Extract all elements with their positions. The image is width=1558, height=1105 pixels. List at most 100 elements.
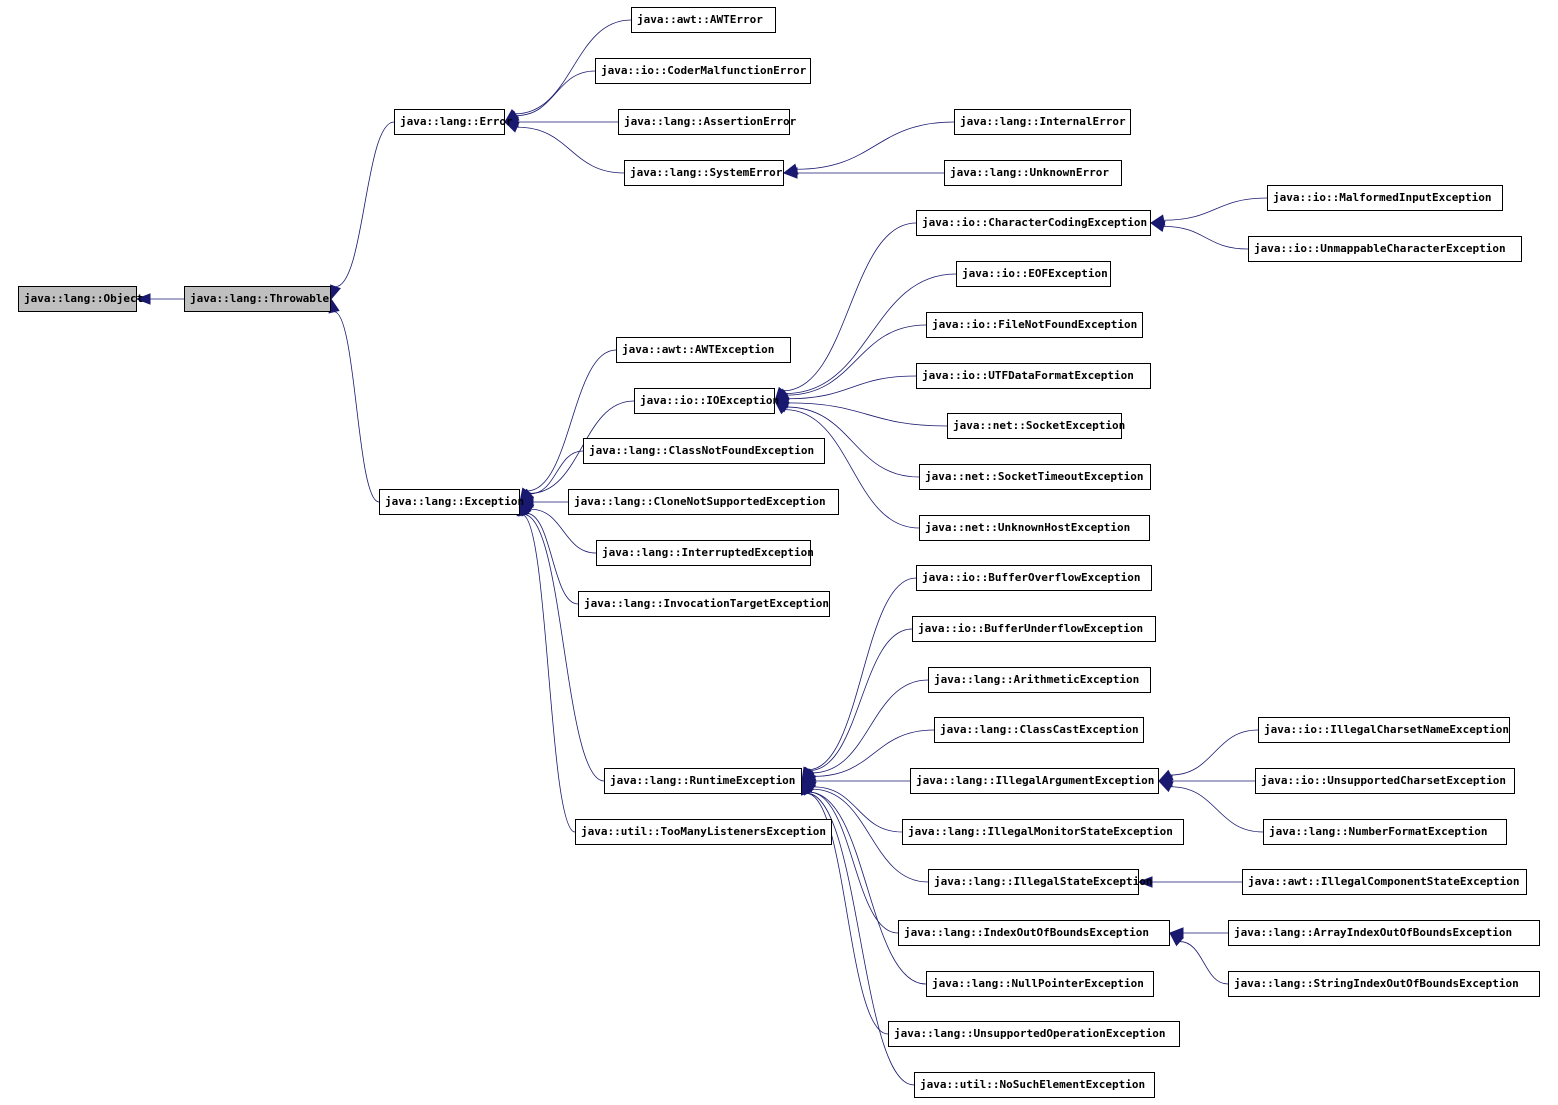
node-eofexception[interactable]: java::io::EOFException — [956, 261, 1111, 287]
edge-line — [1170, 786, 1264, 833]
node-numberformatexception[interactable]: java::lang::NumberFormatException — [1263, 819, 1507, 845]
edge-internalerror-to-systemerror — [782, 121, 955, 175]
node-throwable[interactable]: java::lang::Throwable — [184, 286, 331, 312]
node-illegalcharsetnameexception[interactable]: java::io::IllegalCharsetNameException — [1258, 717, 1510, 743]
node-charactercodingexception[interactable]: java::io::CharacterCodingException — [916, 210, 1151, 236]
node-awtexception[interactable]: java::awt::AWTException — [616, 337, 791, 363]
node-unsupportedcharsetexception[interactable]: java::io::UnsupportedCharsetException — [1255, 768, 1515, 794]
node-arrayindexoutofboundsexception[interactable]: java::lang::ArrayIndexOutOfBoundsExcepti… — [1228, 920, 1540, 946]
edge-line — [806, 792, 889, 1035]
node-ioexception[interactable]: java::io::IOException — [634, 388, 779, 414]
edge-illegalargumentexception-to-runtimeexception — [800, 775, 910, 787]
edge-indexoutofboundsexception-to-runtimeexception — [801, 779, 899, 934]
edge-line — [783, 222, 917, 392]
node-awterror[interactable]: java::awt::AWTError — [631, 7, 776, 33]
node-indexoutofboundsexception[interactable]: java::lang::IndexOutOfBoundsException — [898, 920, 1170, 946]
node-unknownhostexception[interactable]: java::net::UnknownHostException — [919, 515, 1150, 541]
edge-unsupportedcharsetexception-to-illegalargumentexception — [1157, 775, 1255, 787]
edge-line — [806, 792, 915, 1086]
edge-line — [786, 324, 927, 396]
edge-line — [808, 791, 899, 934]
edge-unmappablecharacterexception-to-charactercodingexception — [1149, 220, 1249, 250]
edge-unknownhostexception-to-ioexception — [773, 400, 920, 529]
arrowhead — [135, 293, 151, 305]
edge-line — [785, 273, 957, 394]
edge-line — [784, 409, 920, 529]
arrowhead — [782, 167, 798, 179]
node-error[interactable]: java::lang::Error — [394, 109, 513, 135]
node-stringindexoutofboundsexception[interactable]: java::lang::StringIndexOutOfBoundsExcept… — [1228, 971, 1540, 997]
node-nullpointerexception[interactable]: java::lang::NullPointerException — [926, 971, 1154, 997]
edge-nullpointerexception-to-runtimeexception — [801, 779, 927, 985]
node-illegalmonitorstateexception[interactable]: java::lang::IllegalMonitorStateException — [902, 819, 1184, 845]
edge-line — [529, 400, 635, 494]
edge-line — [526, 349, 617, 492]
node-runtimeexception[interactable]: java::lang::RuntimeException — [604, 768, 802, 794]
node-classnotfoundexception[interactable]: java::lang::ClassNotFoundException — [583, 438, 825, 464]
node-assertionerror[interactable]: java::lang::AssertionError — [618, 109, 796, 135]
edge-line — [813, 786, 903, 833]
edge-line — [1179, 941, 1229, 985]
node-unmappablecharacterexception[interactable]: java::io::UnmappableCharacterException — [1248, 236, 1522, 262]
node-malformedinputexception[interactable]: java::io::MalformedInputException — [1267, 185, 1503, 211]
node-classcastexception[interactable]: java::lang::ClassCastException — [934, 717, 1144, 743]
edge-line — [530, 508, 597, 554]
edge-line — [333, 311, 380, 503]
node-unknownerror[interactable]: java::lang::UnknownError — [944, 160, 1122, 186]
node-nosuchelementexception[interactable]: java::util::NoSuchElementException — [914, 1072, 1155, 1098]
node-sockettimeoutexception[interactable]: java::net::SocketTimeoutException — [919, 464, 1151, 490]
edge-line — [808, 791, 927, 985]
edge-systemerror-to-error — [503, 121, 625, 174]
edge-codermalfunctionerror-to-error — [503, 70, 596, 123]
node-illegalstateexception[interactable]: java::lang::IllegalStateException — [928, 869, 1153, 895]
arrowhead — [1149, 220, 1166, 233]
edge-line — [516, 126, 625, 174]
edge-stringindexoutofboundsexception-to-indexoutofboundsexception — [1168, 932, 1229, 985]
edge-line — [809, 628, 913, 771]
node-exception[interactable]: java::lang::Exception — [379, 489, 524, 515]
edge-line — [515, 19, 632, 115]
edge-numberformatexception-to-illegalargumentexception — [1157, 780, 1264, 833]
arrowhead — [330, 284, 341, 301]
edge-malformedinputexception-to-charactercodingexception — [1149, 197, 1268, 226]
edge-nosuchelementexception-to-runtimeexception — [801, 779, 915, 1086]
node-clonenotsupportedexception[interactable]: java::lang::CloneNotSupportedException — [568, 489, 839, 515]
edge-filenotfoundexception-to-ioexception — [773, 324, 927, 402]
node-socketexception[interactable]: java::net::SocketException — [947, 413, 1125, 439]
node-illegalargumentexception[interactable]: java::lang::IllegalArgumentException — [910, 768, 1159, 794]
node-internalerror[interactable]: java::lang::InternalError — [954, 109, 1131, 135]
edge-line — [335, 121, 395, 288]
arrowhead — [1137, 876, 1153, 888]
node-unsupportedoperationexception[interactable]: java::lang::UnsupportedOperationExceptio… — [888, 1021, 1180, 1047]
edge-line — [812, 679, 929, 774]
arrowhead — [773, 400, 789, 415]
edge-line — [526, 512, 579, 605]
edge-line — [523, 514, 605, 782]
edge-utfdataformatexception-to-ioexception — [773, 375, 917, 405]
arrowhead — [1168, 932, 1184, 947]
edge-invocationtargetexception-to-exception — [519, 500, 579, 605]
node-utfdataformatexception[interactable]: java::io::UTFDataFormatException — [916, 363, 1151, 389]
node-toomanylistenersexception[interactable]: java::util::TooManyListenersException — [575, 819, 832, 845]
node-object[interactable]: java::lang::Object — [18, 286, 143, 312]
node-bufferoverflowexception[interactable]: java::io::BufferOverflowException — [916, 565, 1152, 591]
edge-line — [787, 375, 917, 400]
node-illegalcomponentstateexception[interactable]: java::awt::IllegalComponentStateExceptio… — [1242, 869, 1527, 895]
edge-unknownerror-to-systemerror — [782, 167, 944, 179]
edge-line — [1163, 225, 1249, 250]
node-interruptedexception[interactable]: java::lang::InterruptedException — [596, 540, 814, 566]
node-codermalfunctionerror[interactable]: java::io::CoderMalfunctionError — [595, 58, 811, 84]
node-invocationtargetexception[interactable]: java::lang::InvocationTargetException — [578, 591, 830, 617]
edge-bufferunderflowexception-to-runtimeexception — [801, 628, 913, 783]
node-bufferunderflowexception[interactable]: java::io::BufferUnderflowException — [912, 616, 1156, 642]
edge-error-to-throwable — [330, 121, 395, 301]
edge-line — [814, 729, 935, 777]
arrowhead — [503, 121, 520, 133]
node-arithmeticexception[interactable]: java::lang::ArithmeticException — [928, 667, 1151, 693]
node-systemerror[interactable]: java::lang::SystemError — [624, 160, 784, 186]
edge-illegalcharsetnameexception-to-illegalargumentexception — [1157, 729, 1259, 782]
edge-runtimeexception-to-exception — [518, 500, 605, 782]
node-filenotfoundexception[interactable]: java::io::FileNotFoundException — [926, 312, 1143, 338]
edge-assertionerror-to-error — [503, 116, 618, 128]
